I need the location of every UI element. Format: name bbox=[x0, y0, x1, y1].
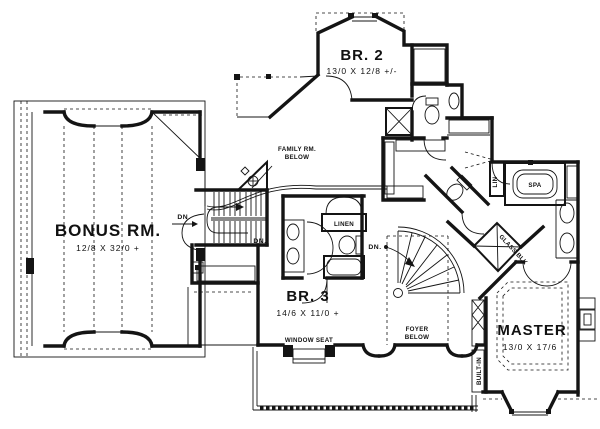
center-bathroom bbox=[281, 194, 367, 280]
bedroom-2 bbox=[315, 12, 494, 142]
bedroom-3 bbox=[187, 243, 364, 364]
south-wall-deck bbox=[252, 343, 485, 412]
label-bonus-dims: 12/8 X 32/0 + bbox=[76, 243, 140, 253]
label-br2-dims: 13/0 X 12/8 +/- bbox=[327, 66, 398, 76]
label-foyer-line2: BELOW bbox=[405, 334, 430, 341]
walk-in-closet bbox=[381, 116, 495, 202]
curved-treads bbox=[397, 231, 460, 294]
label-family-line2: BELOW bbox=[285, 154, 310, 161]
label-linen: LINEN bbox=[334, 221, 354, 228]
label-bonus-name: BONUS RM. bbox=[55, 221, 161, 240]
labels: BONUS RM. 12/8 X 32/0 + BR. 2 13/0 X 12/… bbox=[55, 47, 566, 385]
label-br2-name: BR. 2 bbox=[340, 47, 383, 64]
label-foyer-line1: FOYER bbox=[406, 326, 429, 333]
label-spa: SPA bbox=[528, 182, 541, 189]
label-master-name: MASTER bbox=[497, 322, 566, 339]
label-lin: LIN bbox=[492, 176, 499, 187]
stair-treads bbox=[213, 192, 262, 243]
family-room-open-below bbox=[204, 72, 387, 211]
main-staircase bbox=[194, 159, 273, 247]
label-br3-name: BR. 3 bbox=[286, 288, 329, 305]
bonus-room-wing bbox=[13, 100, 206, 358]
wc-toilet bbox=[446, 174, 473, 201]
label-down-2: DN. bbox=[253, 238, 266, 245]
label-down-3: DN. bbox=[368, 244, 381, 251]
master-bath bbox=[423, 116, 580, 273]
label-down-1: DN. bbox=[177, 214, 190, 221]
label-br3-dims: 14/6 X 11/0 + bbox=[276, 308, 339, 318]
label-family-line1: FAMILY RM. bbox=[278, 146, 316, 153]
master-bedroom bbox=[471, 160, 597, 416]
label-built-in: BUILT-IN bbox=[476, 357, 483, 385]
curved-stair-foyer bbox=[384, 226, 465, 345]
label-window-seat: WINDOW SEAT bbox=[285, 337, 333, 344]
label-master-dims: 13/0 X 17/6 bbox=[503, 342, 557, 352]
